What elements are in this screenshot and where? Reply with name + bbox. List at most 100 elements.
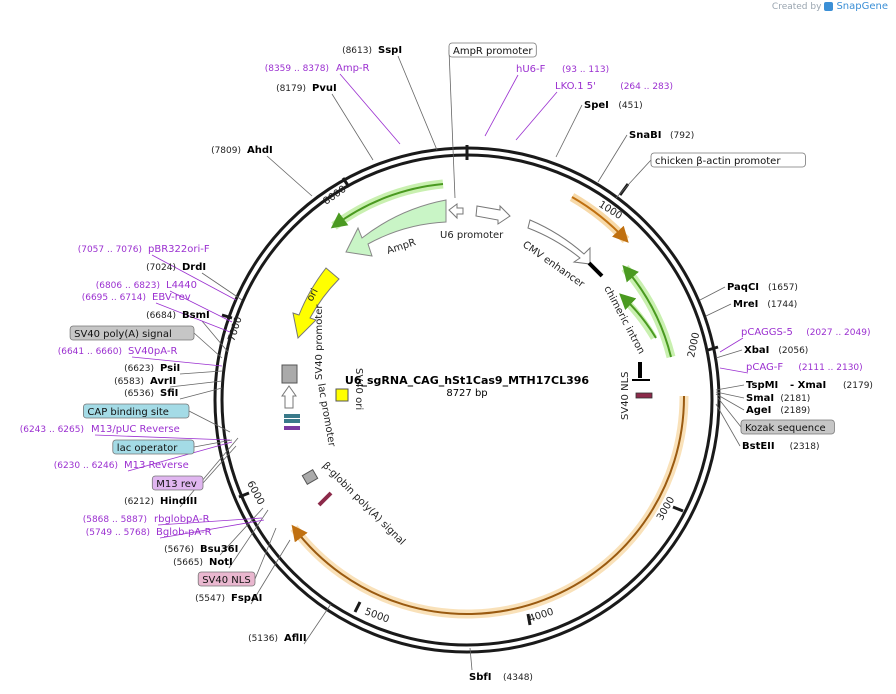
site-pvui: PvuI (312, 83, 337, 94)
primer-range-amp-r: (8359 .. 8378) (265, 64, 329, 74)
site-sfii: SfiI (160, 388, 178, 399)
u6-promoter-right[interactable] (475, 204, 511, 225)
cmv-enhancer-label: CMV enhancer (520, 239, 587, 290)
site-pos-sfii: (6536) (124, 389, 154, 399)
leader-lines (94, 49, 749, 671)
site-spei: SpeI (584, 100, 609, 111)
leader-xbai (715, 349, 743, 359)
site-bsmi: BsmI (182, 310, 210, 321)
leader-sbfi (469, 647, 473, 671)
leader-primer-hu6-f (484, 74, 519, 137)
kozak-feature-box[interactable] (740, 419, 835, 435)
site-aflii: AflII (284, 633, 307, 644)
primer-rbglobpa-r: rbglobpA-R (154, 514, 210, 525)
cag-arc (571, 196, 629, 243)
site-pos-sbfi: (4348) (503, 673, 533, 683)
site-pos-sspi: (8613) (342, 46, 372, 56)
lac-operator-mark (284, 419, 300, 423)
leader-bsu36i (219, 507, 264, 556)
kozak-mark (635, 392, 653, 399)
cap-site-mark (284, 414, 300, 418)
primer-pbr322ori-f: pBR322ori-F (148, 244, 210, 255)
leader-primer-sv40pa-r (131, 356, 223, 367)
ori-feature[interactable] (292, 267, 340, 340)
plasmid-length: 8727 bp (446, 388, 487, 399)
tick-marks (221, 177, 719, 626)
site-snabi: SnaBI (629, 130, 661, 141)
cmv-enhancer-feature[interactable] (527, 219, 591, 265)
lac-promoter-arrow[interactable] (281, 385, 297, 409)
tick-8000: 8000 (321, 184, 348, 208)
site-xbai: XbaI (744, 345, 769, 356)
sv40-promoter-box[interactable] (281, 364, 298, 384)
lac-operator-feature-box[interactable] (112, 439, 195, 455)
leader-m13-rev-feature (202, 445, 237, 484)
m13-rev-feature-box[interactable] (151, 475, 204, 491)
primer-hu6-f: hU6-F (516, 64, 546, 75)
site-pos-aflii: (5136) (248, 634, 278, 644)
leader-primer-m13-reverse (127, 441, 233, 472)
site-hindiii: HindIII (160, 496, 197, 507)
chicken-actin-promoter-feature-box[interactable] (650, 152, 806, 168)
outer-labels: (8613)SspI(8179)PvuI(7809)AhdI(7024)DrdI… (20, 42, 873, 683)
chimeric-intron-mark (587, 261, 604, 278)
backbone-inner (220, 153, 714, 647)
sv40-ori-label: SV40 ori (353, 368, 364, 410)
site-ahdi: AhdI (247, 145, 273, 156)
u6-promoter-label: U6 promoter (440, 230, 504, 241)
site-bsteii: BstEII (742, 441, 775, 452)
ori-label: ori (305, 287, 321, 304)
site-pos-bsu36i: (5676) (164, 545, 194, 555)
site-pos-tspmi: (2179) (843, 381, 873, 391)
primer-range-l4440: (6806 .. 6823) (96, 281, 160, 291)
site-pos-bsmi: (6684) (146, 311, 176, 321)
sv40-ori-box[interactable] (335, 388, 349, 402)
leader-psii (179, 370, 223, 375)
leader-mrei (705, 303, 732, 317)
beta-globin-box[interactable] (301, 468, 319, 486)
ampr-label: AmpR (386, 237, 418, 257)
site-pos-fspai: (5547) (195, 594, 225, 604)
leader-spei (555, 104, 583, 158)
primer-lko-1-5: LKO.1 5' (555, 81, 596, 92)
leader-smai (715, 391, 745, 399)
primer-amp-r: Amp-R (336, 63, 370, 74)
primer-range-bglob-pa-r: (5749 .. 5768) (86, 528, 150, 538)
site-avrii: AvrII (150, 376, 176, 387)
ampr-feature[interactable] (345, 199, 447, 257)
leader-ampr-promoter-feature (448, 49, 456, 199)
cap-binding-feature-box[interactable] (83, 403, 190, 419)
leader-fspai (250, 539, 291, 605)
leader-primer-lko-1-5 (515, 91, 558, 141)
ampr-promoter-feature-box[interactable] (448, 42, 537, 58)
sv40-nls-outer-feature-box[interactable] (197, 571, 256, 587)
primer-m13-puc-reverse: M13/pUC Reverse (91, 424, 180, 435)
site-bsu36i: Bsu36I (200, 544, 238, 555)
green-arc-right1 (622, 264, 672, 358)
snapgene-logo-icon (824, 2, 834, 11)
leader-drdi (201, 272, 243, 301)
leader-agei (715, 393, 745, 411)
primer-sv40pa-r: SV40pA-R (128, 346, 177, 357)
plasmid-name: U6_sgRNA_CAG_hSt1Cas9_MTH17CL396 (345, 374, 590, 387)
site-pos-xbai: (2056) (778, 346, 808, 356)
leader-noti (228, 509, 269, 569)
site-pos-ahdi: (7809) (211, 146, 241, 156)
sv40-polya-feature-box[interactable] (69, 325, 195, 341)
site-pos-paqci: (1657) (768, 283, 798, 293)
u6-promoter-left[interactable] (448, 203, 464, 220)
primer-ebv-rev: EBV-rev (152, 292, 191, 303)
primer-range-pcaggs-5: (2027 .. 2049) (806, 328, 870, 338)
site-xmai: - XmaI (790, 380, 826, 391)
leader-lac-operator-feature (193, 439, 233, 448)
leader-primer-amp-r (339, 73, 401, 145)
leader-bsteii (715, 403, 741, 447)
sv40-nls-outer-feature: SV40 NLS (202, 575, 251, 586)
primer-range-pbr322ori-f: (7057 .. 7076) (78, 245, 142, 255)
leader-primer-rbglobpa-r (157, 517, 263, 526)
site-pos-drdi: (7024) (146, 263, 176, 273)
chicken-actin-promoter-feature: chicken β-actin promoter (655, 156, 781, 167)
leader-primer-pbr322ori-f (151, 254, 237, 301)
tick-2000: 2000 (686, 331, 702, 358)
